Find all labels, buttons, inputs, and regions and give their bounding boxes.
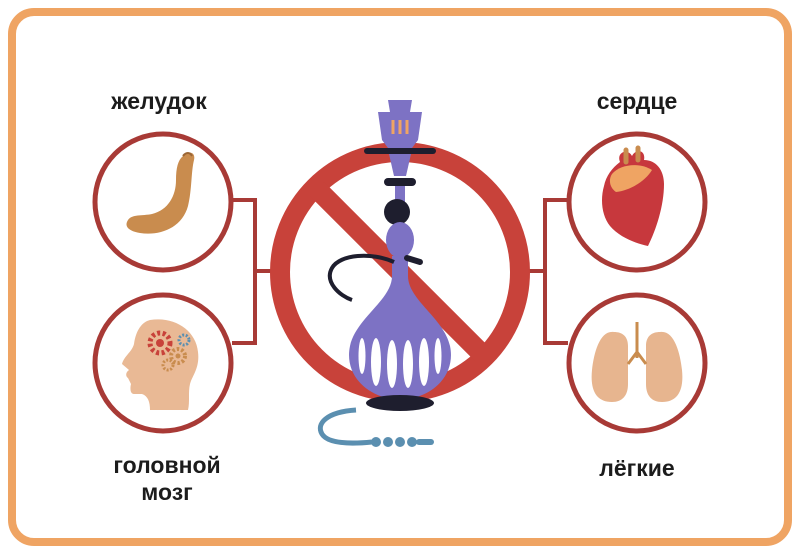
label-lungs: лёгкие (599, 455, 675, 481)
heart-icon (602, 145, 664, 246)
label-stomach: желудок (111, 88, 207, 114)
label-brain: головной мозг (92, 452, 242, 506)
label-brain-text: головной мозг (113, 452, 221, 505)
brain-gears-icon (122, 319, 199, 410)
stomach-icon (126, 152, 195, 234)
hookah-icon (318, 100, 451, 447)
lungs-icon (591, 322, 683, 402)
organ-rings (92, 131, 708, 434)
label-heart: сердце (596, 88, 678, 114)
